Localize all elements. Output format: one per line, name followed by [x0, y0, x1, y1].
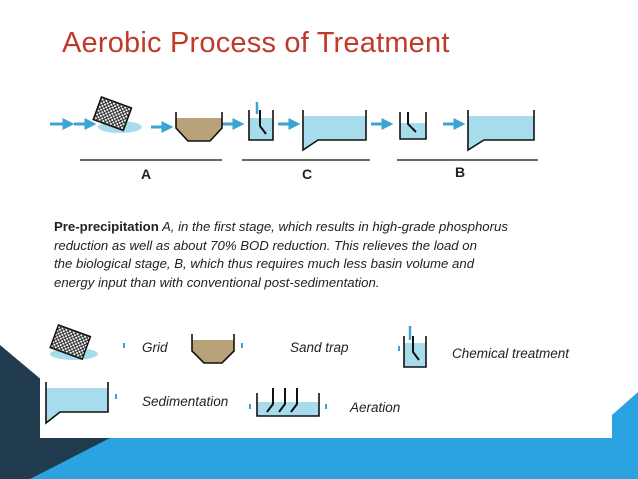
legend-sedimentation-tank	[45, 382, 109, 425]
legend-tick	[115, 394, 117, 399]
sedimentation-unit-2	[467, 110, 535, 152]
sedimentation-unit	[302, 110, 367, 152]
legend-aerator	[290, 388, 298, 413]
sedimentation-water	[303, 116, 366, 150]
legend-label-aeration: Aeration	[350, 400, 401, 415]
legend-aeration-symbol	[249, 388, 327, 417]
chemical-unit	[248, 102, 274, 141]
legend-tick	[325, 404, 327, 409]
stage-label-c: C	[302, 166, 313, 182]
legend-grid-symbol	[49, 324, 125, 361]
grid-mesh	[92, 96, 133, 132]
right-light-strip	[612, 410, 638, 479]
grid-unit	[92, 96, 142, 133]
legend-label-chemical: Chemical treatment	[452, 346, 570, 361]
paragraph-line-3: the biological stage, B, which thus requ…	[54, 256, 475, 271]
paragraph-line-2: reduction as well as about 70% BOD reduc…	[54, 237, 477, 253]
chemical-tank	[248, 110, 274, 141]
sand-trap-tank	[175, 112, 223, 142]
legend-label-sand-trap: Sand trap	[290, 340, 349, 355]
legend-sand-trap-sand	[192, 340, 234, 363]
legend-aerator	[266, 388, 274, 413]
sedimentation-water	[468, 116, 534, 150]
legend-aerator	[278, 388, 286, 413]
description-paragraph: Pre-precipitation A, in the first stage,…	[54, 218, 614, 292]
legend-chemical-symbol	[398, 326, 427, 368]
legend-tick	[398, 346, 400, 351]
legend-sedimentation-water	[46, 388, 108, 423]
paragraph-line-4: energy input than with conventional post…	[54, 274, 380, 290]
legend-sand-trap-tank	[191, 334, 235, 364]
paragraph-line-1-text: A, in the first stage, which results in …	[158, 219, 508, 234]
chemical-tank	[399, 112, 427, 140]
legend-label-grid: Grid	[142, 340, 168, 355]
chemical-water	[249, 118, 273, 140]
legend-chemical-tank	[403, 336, 427, 368]
legend-aeration-water	[257, 402, 319, 416]
slide-title: Aerobic Process of Treatment	[62, 27, 450, 59]
chemical-unit-2	[399, 112, 427, 140]
content-panel	[40, 95, 612, 438]
sand-trap-sand	[176, 118, 222, 141]
legend-tick	[241, 343, 243, 348]
legend-sand-trap-symbol	[191, 334, 243, 364]
legend-aeration-tank	[256, 393, 320, 417]
legend-chemical-mixer	[412, 336, 420, 361]
stage-label-a: A	[141, 166, 152, 182]
chemical-water	[400, 123, 426, 139]
sedimentation-tank	[302, 110, 367, 152]
flow-arrows	[50, 118, 466, 133]
legend-sedimentation-symbol	[45, 382, 117, 425]
legend-label-sedimentation: Sedimentation	[142, 394, 229, 409]
legend-grid-mesh	[49, 324, 92, 361]
paragraph-lead: Pre-precipitation	[54, 219, 159, 234]
chemical-mixer	[259, 110, 267, 135]
chemical-mixer	[407, 112, 417, 133]
stage-label-b: B	[455, 164, 466, 180]
paragraph-line-1: Pre-precipitation A, in the first stage,…	[54, 218, 614, 237]
sedimentation-tank	[467, 110, 535, 152]
legend-tick	[123, 343, 125, 348]
legend-tick	[249, 404, 251, 409]
sand-trap-unit	[175, 112, 223, 142]
